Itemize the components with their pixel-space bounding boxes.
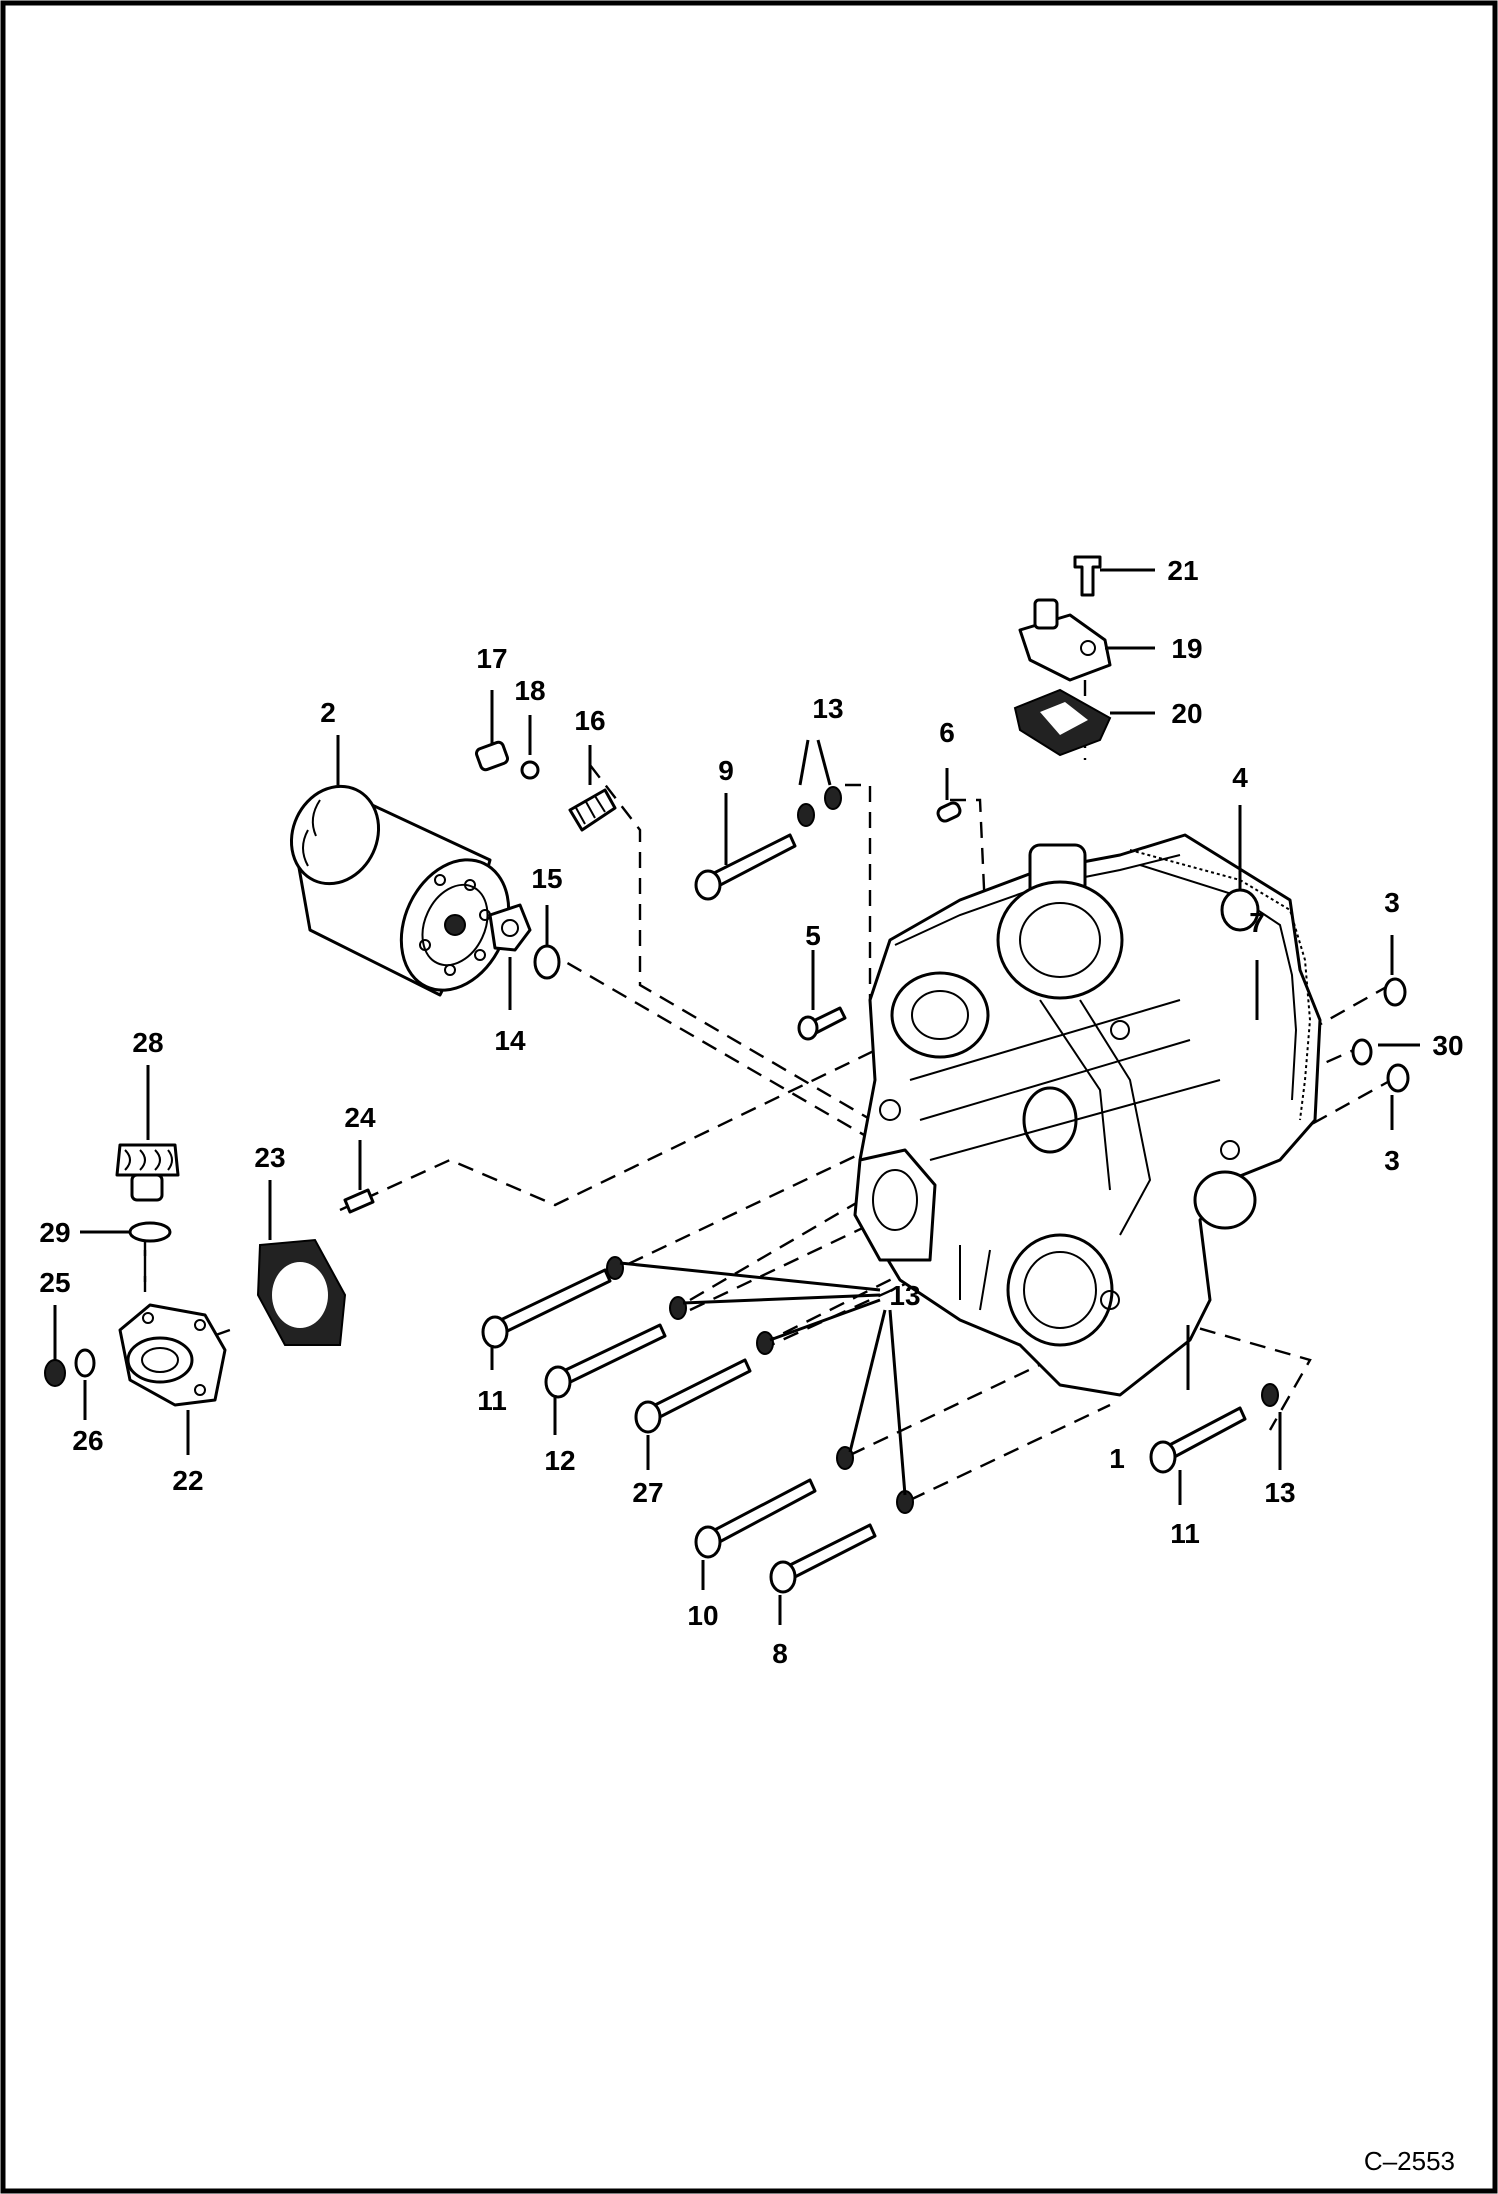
callout-19: 19 bbox=[1171, 633, 1202, 664]
callout-18: 18 bbox=[514, 675, 545, 706]
callout-20: 20 bbox=[1171, 698, 1202, 729]
figure-code: C–2553 bbox=[1364, 2146, 1455, 2176]
callout-13-top: 13 bbox=[812, 693, 843, 724]
washers-13-bottom bbox=[606, 1256, 1279, 1514]
nut-25 bbox=[44, 1359, 66, 1387]
gasket-23 bbox=[256, 1238, 347, 1346]
callout-16: 16 bbox=[574, 705, 605, 736]
sleeve-17 bbox=[474, 740, 510, 772]
callout-labels: 2 1 3 3 4 5 6 7 8 9 10 11 11 12 13 13 13… bbox=[39, 555, 1463, 1669]
bolt-10 bbox=[694, 1478, 817, 1559]
o-ring-3-lower bbox=[1386, 1063, 1410, 1093]
callout-11-right: 11 bbox=[1170, 1518, 1200, 1549]
bolt-9 bbox=[694, 833, 797, 901]
bolt-27 bbox=[634, 1358, 752, 1434]
callout-9: 9 bbox=[718, 755, 734, 786]
washers-13-top bbox=[797, 786, 842, 827]
callout-12: 12 bbox=[544, 1445, 575, 1476]
bolt-8 bbox=[769, 1523, 877, 1594]
leader-lines bbox=[53, 568, 1420, 1625]
callout-5: 5 bbox=[805, 920, 821, 951]
gear-case-cover bbox=[853, 833, 1322, 1397]
bolt-12 bbox=[544, 1323, 667, 1399]
callout-23: 23 bbox=[254, 1142, 285, 1173]
callout-3-bottom: 3 bbox=[1384, 1145, 1400, 1176]
callout-3-top: 3 bbox=[1384, 887, 1400, 918]
stud-24 bbox=[343, 1188, 375, 1214]
bolt-21 bbox=[1073, 555, 1102, 597]
callout-27: 27 bbox=[632, 1477, 663, 1508]
callout-6: 6 bbox=[939, 717, 955, 748]
oil-filter bbox=[289, 784, 511, 997]
callout-30: 30 bbox=[1432, 1030, 1463, 1061]
ball-18 bbox=[520, 760, 540, 780]
spring-16 bbox=[568, 788, 617, 832]
callout-4: 4 bbox=[1232, 762, 1248, 793]
o-ring-30 bbox=[1351, 1038, 1373, 1066]
bolt-5 bbox=[797, 1006, 847, 1041]
filler-cap-28 bbox=[115, 1143, 180, 1202]
callout-25: 25 bbox=[39, 1267, 70, 1298]
callout-26: 26 bbox=[72, 1425, 103, 1456]
callout-29: 29 bbox=[39, 1217, 70, 1248]
gasket-20 bbox=[1013, 688, 1112, 757]
fitting-14 bbox=[488, 903, 532, 952]
callout-24: 24 bbox=[344, 1102, 376, 1133]
callout-11-left: 11 bbox=[477, 1385, 507, 1416]
bolt-11-left bbox=[481, 1268, 612, 1349]
callout-21: 21 bbox=[1167, 555, 1198, 586]
callout-17: 17 bbox=[476, 643, 507, 674]
callout-13-mid: 13 bbox=[889, 1280, 920, 1311]
callout-10: 10 bbox=[687, 1600, 718, 1631]
callout-22: 22 bbox=[172, 1465, 203, 1496]
callout-2: 2 bbox=[320, 697, 336, 728]
dowel-6 bbox=[936, 801, 962, 823]
callout-1: 1 bbox=[1109, 1443, 1125, 1474]
o-ring-3-upper bbox=[1383, 977, 1407, 1007]
o-ring-29 bbox=[128, 1221, 172, 1243]
callout-15: 15 bbox=[531, 863, 562, 894]
callout-28: 28 bbox=[132, 1027, 163, 1058]
cover-plate-19 bbox=[1018, 598, 1112, 682]
callout-8: 8 bbox=[772, 1638, 788, 1669]
bolt-11-right bbox=[1149, 1406, 1247, 1474]
housing-22 bbox=[118, 1303, 227, 1407]
callout-13-right: 13 bbox=[1264, 1477, 1295, 1508]
o-ring-15 bbox=[533, 944, 561, 980]
washer-26 bbox=[74, 1348, 96, 1378]
callout-7: 7 bbox=[1249, 907, 1265, 938]
callout-14: 14 bbox=[494, 1025, 526, 1056]
